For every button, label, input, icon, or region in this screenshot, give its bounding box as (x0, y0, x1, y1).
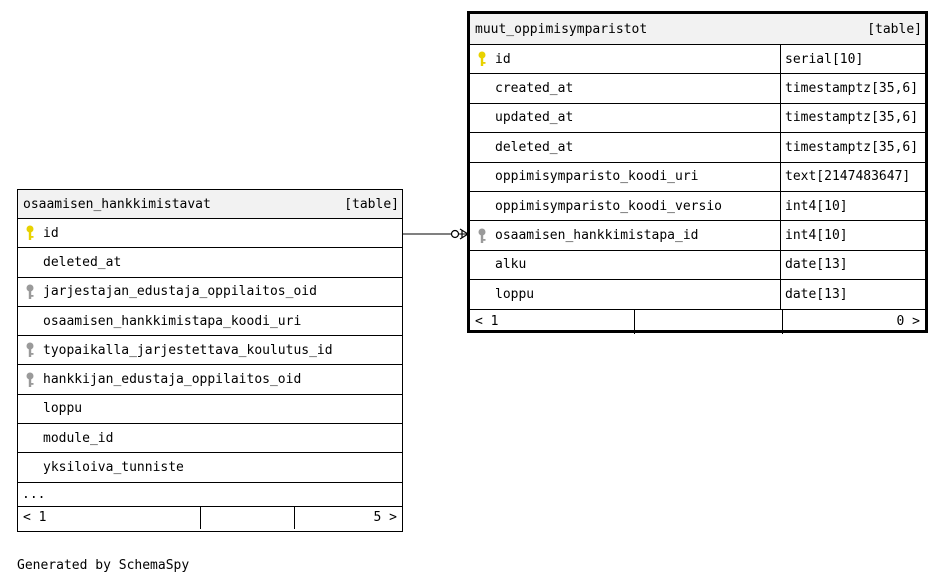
blank-icon-slot (470, 133, 494, 161)
column-list: id deleted_at jarjestajan_edustaja_oppilai… (18, 219, 402, 483)
table-title[interactable]: osaamisen_hankkimistavat (23, 196, 211, 212)
children-count[interactable]: 5 > (294, 506, 402, 529)
column-name[interactable]: loppu (495, 286, 535, 302)
blank-icon-slot (470, 163, 494, 191)
children-count[interactable]: 0 > (782, 309, 925, 334)
blank-icon-slot (18, 395, 42, 423)
column-type: timestamptz[35,6] (780, 74, 925, 103)
table-header[interactable]: muut_oppimisymparistot [table] (470, 14, 925, 45)
column-name[interactable]: osaamisen_hankkimistapa_id (495, 228, 699, 244)
more-columns-indicator[interactable]: ... (22, 486, 46, 502)
table-row[interactable]: updated_at timestamptz[35,6] (470, 103, 925, 134)
foreign-key-icon (18, 278, 42, 306)
column-name[interactable]: created_at (495, 81, 574, 97)
foreign-key-icon (18, 336, 42, 364)
blank-icon-slot (18, 248, 42, 276)
column-name[interactable]: alku (495, 257, 527, 273)
table-row[interactable]: module_id (18, 424, 402, 454)
column-type: timestamptz[35,6] (780, 133, 925, 162)
column-type: date[13] (780, 280, 925, 309)
blank-icon-slot (470, 104, 494, 132)
blank-icon-slot (18, 424, 42, 452)
column-name[interactable]: id (495, 51, 511, 67)
table-row[interactable]: hankkijan_edustaja_oppilaitos_oid (18, 365, 402, 395)
table-row[interactable]: loppu date[13] (470, 280, 925, 310)
table-row[interactable]: created_at timestamptz[35,6] (470, 74, 925, 104)
column-name[interactable]: oppimisymparisto_koodi_versio (495, 198, 722, 214)
table-footer: < 1 5 > (18, 506, 402, 529)
table-header[interactable]: osaamisen_hankkimistavat [table] (18, 190, 402, 219)
column-name[interactable]: hankkijan_edustaja_oppilaitos_oid (43, 372, 302, 388)
table-row[interactable]: deleted_at timestamptz[35,6] (470, 133, 925, 163)
table-row[interactable]: id (18, 219, 402, 249)
column-type: serial[10] (780, 45, 925, 74)
column-type: text[2147483647] (780, 162, 925, 191)
table-row[interactable]: deleted_at (18, 248, 402, 278)
table-footer: < 1 0 > (470, 309, 925, 334)
blank-icon-slot (470, 74, 494, 102)
table-row[interactable]: tyopaikalla_jarjestettava_koulutus_id (18, 336, 402, 366)
table-muut-oppimisymparistot[interactable]: muut_oppimisymparistot [table] id serial[… (467, 11, 928, 334)
table-row[interactable]: alku date[13] (470, 250, 925, 281)
parents-count[interactable]: < 1 (23, 510, 47, 526)
table-osaamisen-hankkimistavat[interactable]: osaamisen_hankkimistavat [table] id delet… (17, 189, 403, 532)
foreign-key-icon (470, 221, 494, 249)
primary-key-icon (18, 219, 42, 247)
column-name[interactable]: updated_at (495, 110, 574, 126)
blank-icon-slot (470, 251, 494, 279)
blank-icon-slot (18, 307, 42, 335)
blank-icon-slot (470, 280, 494, 308)
column-name[interactable]: osaamisen_hankkimistapa_koodi_uri (43, 313, 302, 329)
column-name[interactable]: loppu (43, 401, 83, 417)
table-row[interactable]: oppimisymparisto_koodi_uri text[214748364… (470, 162, 925, 192)
table-row[interactable]: osaamisen_hankkimistapa_id int4[10] (470, 221, 925, 251)
table-kind: [table] (867, 21, 922, 37)
parents-count[interactable]: < 1 (475, 314, 499, 330)
column-type: int4[10] (780, 221, 925, 250)
table-row[interactable]: oppimisymparisto_koodi_versio int4[10] (470, 191, 925, 222)
generated-by-label: Generated by SchemaSpy (17, 558, 190, 573)
column-name[interactable]: id (43, 225, 59, 241)
table-title[interactable]: muut_oppimisymparistot (475, 21, 648, 37)
column-type: int4[10] (780, 191, 925, 221)
column-name[interactable]: yksiloiva_tunniste (43, 460, 184, 476)
blank-icon-slot (470, 192, 494, 220)
column-name[interactable]: deleted_at (495, 139, 574, 155)
footer-spacer (634, 309, 782, 334)
column-name[interactable]: deleted_at (43, 254, 122, 270)
more-columns-row[interactable]: ... (18, 483, 402, 507)
column-type: date[13] (780, 250, 925, 280)
table-row[interactable]: id serial[10] (470, 45, 925, 75)
foreign-key-icon (18, 365, 42, 393)
column-name[interactable]: tyopaikalla_jarjestettava_koulutus_id (43, 342, 333, 358)
column-type: timestamptz[35,6] (780, 103, 925, 133)
table-row[interactable]: yksiloiva_tunniste (18, 453, 402, 483)
column-name[interactable]: jarjestajan_edustaja_oppilaitos_oid (43, 284, 317, 300)
blank-icon-slot (18, 453, 42, 481)
footer-spacer (200, 506, 294, 529)
table-row[interactable]: osaamisen_hankkimistapa_koodi_uri (18, 307, 402, 337)
table-row[interactable]: jarjestajan_edustaja_oppilaitos_oid (18, 278, 402, 307)
table-row[interactable]: loppu (18, 395, 402, 425)
column-name[interactable]: module_id (43, 430, 114, 446)
primary-key-icon (470, 45, 494, 73)
column-name[interactable]: oppimisymparisto_koodi_uri (495, 169, 699, 185)
table-kind: [table] (344, 196, 399, 212)
